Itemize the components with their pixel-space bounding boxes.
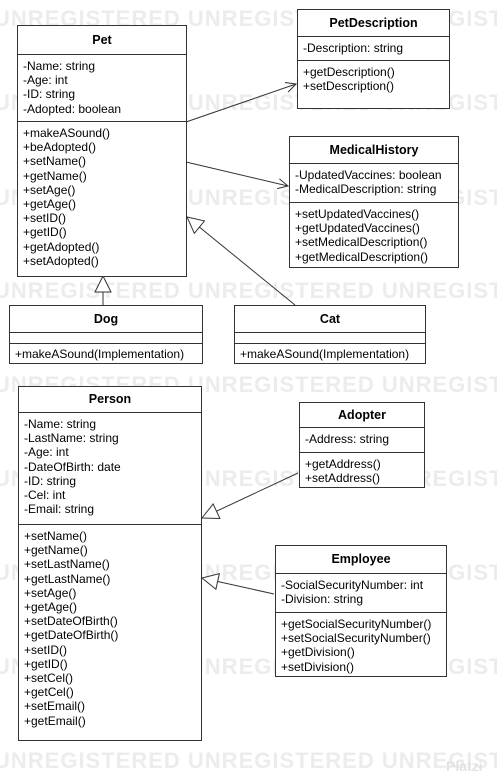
class-method: +makeASound(Implementation) (240, 347, 410, 361)
class-method: +setID() (24, 642, 68, 657)
class-dog[interactable]: Dog +makeASound(Implementation) (9, 305, 203, 364)
class-medicalhistory[interactable]: MedicalHistory -UpdatedVaccines: boolean… (289, 136, 459, 268)
class-attribute: -Name: string (24, 417, 97, 431)
class-employee[interactable]: Employee -SocialSecurityNumber: int-Divi… (275, 545, 447, 677)
class-method: +setCel() (24, 671, 74, 686)
class-attribute: -Address: string (305, 432, 390, 446)
class-method: +getSocialSecurityNumber() (281, 617, 432, 631)
class-method: +setName() (23, 154, 87, 169)
class-method: +setEmail() (24, 699, 86, 714)
class-method: +getName() (24, 543, 88, 558)
class-attribute: -Age: int (24, 445, 69, 460)
method-list: +setName()+getName()+setLastName()+getLa… (19, 524, 201, 731)
class-cat[interactable]: Cat +makeASound(Implementation) (234, 305, 426, 364)
class-attribute: -Age: int (23, 73, 68, 88)
generalization-adopter-person (202, 472, 299, 518)
class-method: +setMedicalDescription() (295, 235, 428, 250)
class-method: +getDateOfBirth() (24, 628, 119, 643)
class-method: +setUpdatedVaccines() (295, 207, 420, 221)
association-pet-petdescription (185, 84, 296, 123)
class-method: +setAge() (24, 585, 77, 600)
method-list: +getDescription()+setDescription() (298, 60, 449, 96)
class-method: +getName() (23, 168, 87, 183)
class-name: Person (19, 387, 201, 413)
class-name: Employee (276, 546, 446, 574)
class-method: +getDescription() (303, 65, 395, 79)
class-method: +setAge() (23, 182, 76, 197)
method-list: +makeASound(Implementation) (10, 343, 202, 364)
attribute-list: -UpdatedVaccines: boolean-MedicalDescrip… (290, 164, 458, 202)
attribute-list: -SocialSecurityNumber: int-Division: str… (276, 574, 446, 612)
class-method: +setAddress() (305, 471, 381, 486)
class-pet[interactable]: Pet -Name: string-Age: int-ID: string-Ad… (17, 25, 187, 277)
class-method: +getMedicalDescription() (295, 249, 429, 264)
class-attribute: -UpdatedVaccines: boolean (295, 168, 442, 182)
class-method: +makeASound() (23, 126, 111, 140)
class-method: +getCel() (24, 685, 74, 700)
class-attribute: -Adopted: boolean (23, 101, 122, 116)
class-attribute: -Division: string (281, 592, 364, 607)
class-method: +setLastName() (24, 557, 110, 572)
class-attribute: -SocialSecurityNumber: int (281, 578, 424, 592)
class-method: +makeASound(Implementation) (15, 347, 185, 361)
class-method: +beAdopted() (23, 140, 97, 155)
class-name: PetDescription (298, 10, 449, 37)
class-attribute: -MedicalDescription: string (295, 182, 437, 197)
attribute-list (235, 333, 425, 343)
class-name: Adopter (300, 403, 424, 428)
method-list: +makeASound()+beAdopted()+setName()+getN… (18, 121, 186, 271)
class-method: +getUpdatedVaccines() (295, 221, 420, 236)
class-name: Dog (10, 306, 202, 333)
generalization-cat-pet (187, 217, 296, 306)
class-method: +getID() (24, 656, 68, 671)
class-method: +setDescription() (303, 79, 395, 94)
class-method: +getAdopted() (23, 239, 100, 254)
class-petdescription[interactable]: PetDescription -Description: string +get… (297, 9, 450, 109)
class-attribute: -ID: string (23, 87, 76, 102)
attribute-list (10, 333, 202, 343)
class-method: +getEmail() (24, 713, 86, 728)
class-attribute: -ID: string (24, 473, 77, 488)
class-attribute: -DateOfBirth: date (24, 459, 121, 474)
class-name: Cat (235, 306, 425, 333)
class-method: +setName() (24, 529, 88, 543)
class-attribute: -Cel: int (24, 488, 66, 503)
method-list: +setUpdatedVaccines()+getUpdatedVaccines… (290, 202, 458, 267)
class-method: +getAge() (24, 600, 78, 615)
attribute-list: -Name: string-LastName: string-Age: int-… (19, 413, 201, 524)
class-attribute: -Description: string (303, 41, 404, 55)
attribute-list: -Name: string-Age: int-ID: string-Adopte… (18, 55, 186, 121)
class-method: +setID() (23, 211, 67, 226)
method-list: +getSocialSecurityNumber()+setSocialSecu… (276, 612, 446, 677)
class-name: Pet (18, 26, 186, 55)
class-method: +getAddress() (305, 457, 381, 471)
attribute-list: -Description: string (298, 37, 449, 60)
generalization-employee-person (202, 578, 275, 595)
class-name: MedicalHistory (290, 137, 458, 164)
class-person[interactable]: Person -Name: string-LastName: string-Ag… (18, 386, 202, 741)
attribute-list: -Address: string (300, 428, 424, 452)
class-method: +setDivision() (281, 659, 355, 674)
class-method: +setAdopted() (23, 253, 99, 268)
method-list: +makeASound(Implementation) (235, 343, 425, 364)
class-method: +getLastName() (24, 571, 111, 586)
association-pet-medicalhistory (185, 161, 288, 186)
class-method: +getDivision() (281, 645, 355, 660)
class-method: +getAge() (23, 197, 77, 212)
class-method: +getID() (23, 225, 67, 240)
class-method: +setDateOfBirth() (24, 614, 118, 629)
class-attribute: -Email: string (24, 502, 95, 517)
method-list: +getAddress()+setAddress() (300, 452, 424, 488)
class-attribute: -LastName: string (24, 431, 119, 446)
class-attribute: -Name: string (23, 59, 96, 73)
platzi-logo: Platzi (446, 758, 483, 774)
class-adopter[interactable]: Adopter -Address: string +getAddress()+s… (299, 402, 425, 488)
class-method: +setSocialSecurityNumber() (281, 631, 431, 646)
